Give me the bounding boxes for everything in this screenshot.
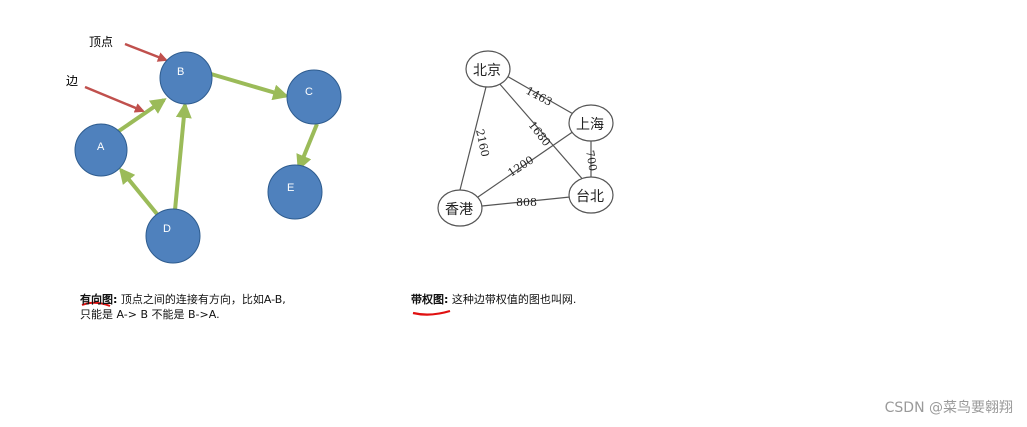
node-a-label: A	[97, 141, 105, 153]
weighted-graph-edges	[459, 74, 592, 207]
weighted-caption-title: 带权图:	[411, 293, 449, 306]
weighted-caption-text: 这种边带权值的图也叫网.	[448, 293, 577, 306]
node-a: A	[74, 123, 128, 177]
node-e-label: E	[287, 182, 294, 194]
city-node-hongkong: 香港	[437, 189, 483, 227]
edge-c-e	[296, 123, 319, 171]
weight-hongkong-taibei: 808	[516, 196, 537, 209]
weight-shanghai-hongkong: 1200	[506, 153, 537, 179]
edge-beijing-shanghai	[504, 74, 576, 116]
city-node-beijing: 北京	[465, 50, 511, 88]
weighted-graph-nodes: 北京 上海 台北 香港	[437, 50, 614, 227]
city-shanghai-label: 上海	[576, 117, 604, 133]
city-beijing-label: 北京	[473, 63, 501, 79]
directed-caption-text: 顶点之间的连接有方向，比如A-B,	[117, 293, 286, 306]
watermark: CSDN @菜鸟要翱翔	[884, 400, 1013, 416]
node-b: B	[159, 51, 213, 105]
weight-shanghai-taibei: 700	[583, 149, 599, 172]
directed-graph-caption: 有向图: 顶点之间的连接有方向，比如A-B, 只能是 A-> B 不能是 B->…	[80, 292, 286, 322]
node-b-label: B	[177, 66, 184, 78]
node-d-label: D	[163, 223, 171, 235]
city-taibei-label: 台北	[576, 189, 604, 205]
node-c-label: C	[305, 86, 313, 98]
city-node-shanghai: 上海	[568, 104, 614, 142]
annotation-arrows: 顶点 边	[66, 35, 168, 113]
edge-d-a	[118, 167, 159, 216]
node-d: D	[145, 208, 201, 264]
weight-beijing-taibei: 1680	[526, 119, 553, 149]
weighted-caption-underline	[412, 309, 451, 316]
directed-caption-underline	[81, 301, 111, 307]
vertex-pointer-arrow	[124, 42, 168, 62]
directed-graph-nodes: A B C D E	[74, 51, 342, 264]
city-hongkong-label: 香港	[445, 202, 473, 218]
city-node-taibei: 台北	[568, 176, 614, 214]
node-e: E	[267, 164, 323, 220]
weighted-graph-caption: 带权图: 这种边带权值的图也叫网.	[411, 292, 576, 307]
edge-shanghai-hongkong	[477, 130, 575, 198]
edge-annotation: 边	[66, 74, 78, 88]
weight-beijing-shanghai: 1463	[524, 84, 555, 109]
edge-d-b	[173, 101, 192, 211]
directed-caption-line1: 有向图: 顶点之间的连接有方向，比如A-B,	[80, 292, 286, 307]
directed-caption-line2: 只能是 A-> B 不能是 B->A.	[80, 308, 220, 321]
vertex-annotation: 顶点	[89, 35, 113, 49]
edge-b-c	[210, 72, 290, 101]
edge-beijing-taibei	[497, 81, 586, 183]
edge-hongkong-taibei	[481, 196, 571, 207]
directed-graph-edges	[114, 72, 319, 216]
edge-a-b	[114, 98, 167, 135]
edge-pointer-arrow	[84, 85, 145, 113]
node-c: C	[286, 69, 342, 125]
weight-beijing-hongkong: 2160	[473, 128, 492, 158]
directed-caption-title: 有向图:	[80, 293, 118, 306]
edge-beijing-hongkong	[459, 86, 487, 191]
